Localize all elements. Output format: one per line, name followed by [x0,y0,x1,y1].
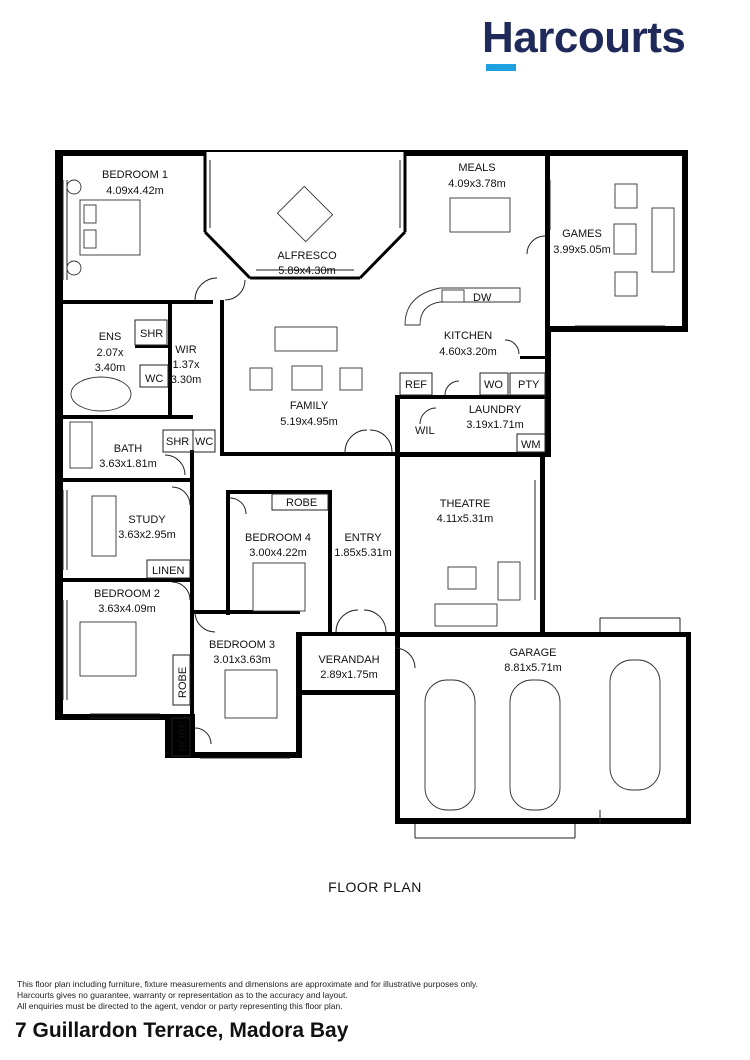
label-shr-bath: SHR [166,436,189,448]
label-wm: WM [521,439,541,451]
room-name-ens: ENS [99,331,122,343]
label-robe-bedroom4: ROBE [286,497,317,509]
room-dims-family: 5.19x4.95m [280,416,337,428]
room-dims-alfresco: 5.89x4.30m [278,265,335,277]
label-ref: REF [405,379,427,391]
room-name-family: FAMILY [290,400,329,412]
floor-plan-caption: FLOOR PLAN [328,879,422,895]
disclaimer: This floor plan including furniture, fix… [17,979,478,1012]
label-robe-bedroom2: ROBE [177,667,189,698]
room-name-entry: ENTRY [344,532,382,544]
room-name-bath: BATH [114,443,143,455]
label-dw: DW [473,292,492,304]
room-dims-bedroom3: 3.01x3.63m [213,654,270,666]
room-name-meals: MEALS [458,162,495,174]
room-dims-bedroom4: 3.00x4.22m [249,547,306,559]
room-name-kitchen: KITCHEN [444,330,492,342]
property-address: 7 Guillardon Terrace, Madora Bay [15,1019,349,1042]
room-name-bedroom4: BEDROOM 4 [245,532,311,544]
room-dims-theatre: 4.11x5.31m [437,513,494,525]
room-dims-kitchen: 4.60x3.20m [439,346,496,358]
disclaimer-line: Harcourts gives no guarantee, warranty o… [17,990,348,1000]
label-robe-bedroom3: ROBE [177,721,189,752]
room-name-bedroom3: BEDROOM 3 [209,639,275,651]
room-dims-bedroom2: 3.63x4.09m [98,603,155,615]
walls [55,150,691,824]
harcourts-logo: Harcourts [482,13,686,62]
label-wo: WO [484,379,503,391]
room-dims-study: 3.63x2.95m [118,529,175,541]
room-dims2-ens: 3.40m [95,362,126,374]
label-wc-ensuite: WC [145,373,163,385]
room-labels: BEDROOM 1 4.09x4.42m ALFRESCO 5.89x4.30m… [94,162,611,681]
label-wil: WIL [415,425,435,437]
room-dims-bath: 3.63x1.81m [99,458,156,470]
fixture-labels: SHR WC SHR WC DW REF WO PTY WIL WM ROBE … [134,292,546,757]
windows [62,160,681,839]
room-name-bedroom1: BEDROOM 1 [102,169,168,181]
room-dims-laundry: 3.19x1.71m [466,419,523,431]
room-dims2-wir: 3.30m [171,374,202,386]
room-dims-garage: 8.81x5.71m [504,662,561,674]
room-name-verandah: VERANDAH [318,654,379,666]
room-name-alfresco: ALFRESCO [277,250,337,262]
room-dims-ens: 2.07x [97,347,124,359]
room-name-laundry: LAUNDRY [469,404,522,416]
room-name-study: STUDY [128,514,166,526]
room-dims-meals: 4.09x3.78m [448,178,505,190]
room-dims-bedroom1: 4.09x4.42m [106,185,163,197]
label-linen: LINEN [152,565,184,577]
room-name-bedroom2: BEDROOM 2 [94,588,160,600]
label-wc-bath: WC [195,436,213,448]
logo-accent-bar [486,64,516,71]
label-shr-ensuite: SHR [140,328,163,340]
room-dims-verandah: 2.89x1.75m [320,669,377,681]
room-name-theatre: THEATRE [440,498,491,510]
room-dims-entry: 1.85x5.31m [334,547,391,559]
doors [164,235,546,745]
room-name-garage: GARAGE [509,647,556,659]
disclaimer-line: All enquiries must be directed to the ag… [17,1001,343,1011]
room-name-wir: WIR [175,344,196,356]
furniture [66,179,675,811]
room-dims-games: 3.99x5.05m [553,244,610,256]
room-name-games: GAMES [562,228,602,240]
disclaimer-line: This floor plan including furniture, fix… [17,979,478,989]
room-dims-wir: 1.37x [173,359,200,371]
label-pty: PTY [518,379,540,391]
